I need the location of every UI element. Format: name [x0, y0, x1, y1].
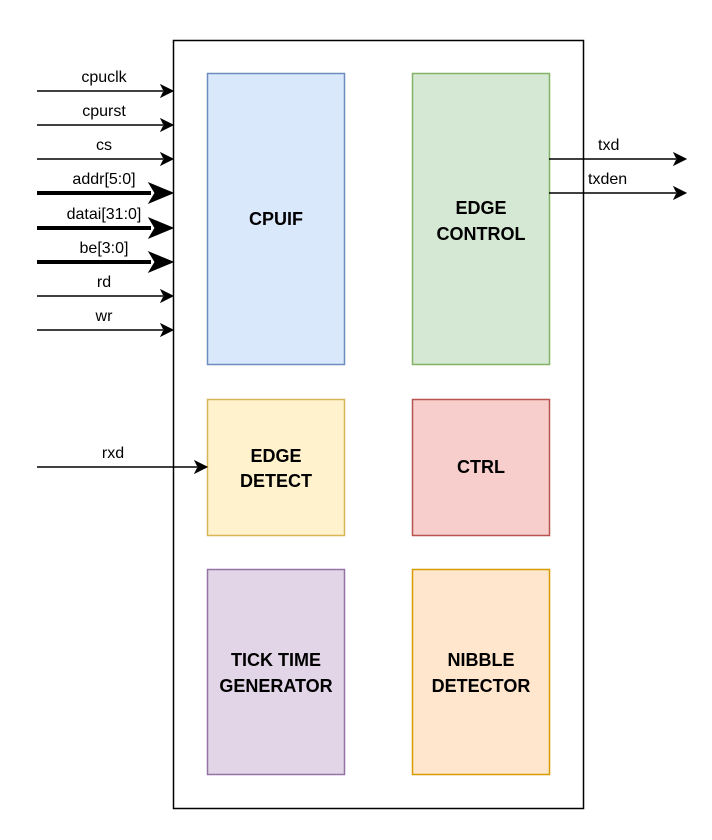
signal-rxd-label: rxd: [102, 445, 124, 462]
signal-cs: cs: [37, 137, 175, 167]
signal-cs-label: cs: [96, 137, 112, 154]
block-label: NIBBLE: [448, 650, 515, 670]
arrowhead-icon: [159, 117, 175, 133]
signal-datai-label: datai[31:0]: [67, 206, 142, 223]
signal-wr-arrow: [37, 322, 175, 338]
input-signals: cpuclk cpurst cs addr[5:0] datai[31:0] be[3:0…: [37, 69, 175, 338]
signal-addr: addr[5:0]: [37, 171, 175, 205]
signal-be-label: be[3:0]: [80, 240, 129, 257]
block-edge-detect: EDGE DETECT: [206, 398, 346, 537]
block-cpuif: CPUIF: [206, 72, 346, 366]
block-label: GENERATOR: [219, 676, 332, 696]
rxd-signal: rxd: [37, 445, 209, 475]
arrowhead-icon: [147, 250, 175, 274]
signal-rxd-arrow: [37, 459, 209, 475]
signal-rd: rd: [37, 274, 175, 304]
signal-rd-arrow: [37, 288, 175, 304]
signal-datai: datai[31:0]: [37, 206, 175, 240]
signal-cpuclk-label: cpuclk: [81, 69, 127, 86]
block-tick-time-generator: TICK TIME GENERATOR: [206, 568, 346, 776]
arrowhead-icon: [159, 322, 175, 338]
output-signals: txd txden: [549, 137, 688, 201]
block-label: CPUIF: [249, 209, 303, 229]
block-label: EDGE: [250, 446, 301, 466]
signal-rd-label: rd: [97, 274, 111, 291]
signal-be-arrow: [37, 250, 175, 274]
signal-txd-label: txd: [598, 137, 619, 154]
block-label: DETECT: [240, 471, 312, 491]
arrowhead-icon: [159, 151, 175, 167]
signal-cpurst: cpurst: [37, 103, 175, 133]
arrowhead-icon: [672, 151, 688, 167]
signal-wr: wr: [37, 308, 175, 338]
block-edge-control: EDGE CONTROL: [411, 72, 551, 366]
signal-addr-label: addr[5:0]: [72, 171, 135, 188]
signal-txd: txd: [549, 137, 688, 167]
arrowhead-icon: [159, 288, 175, 304]
block-label: CTRL: [457, 457, 505, 477]
signal-be: be[3:0]: [37, 240, 175, 274]
block-label: EDGE: [455, 198, 506, 218]
signal-cpuclk: cpuclk: [37, 69, 175, 99]
arrowhead-icon: [672, 185, 688, 201]
signal-txden-arrow: [549, 185, 688, 201]
signal-cs-arrow: [37, 151, 175, 167]
block-ctrl: CTRL: [411, 398, 551, 537]
block-nibble-detector: NIBBLE DETECTOR: [411, 568, 551, 776]
signal-datai-arrow: [37, 216, 175, 240]
signal-addr-arrow: [37, 181, 175, 205]
arrowhead-icon: [147, 216, 175, 240]
arrowhead-icon: [193, 459, 209, 475]
signal-wr-label: wr: [95, 308, 114, 325]
signal-cpuclk-arrow: [37, 83, 175, 99]
signal-txden: txden: [549, 171, 688, 201]
signal-cpurst-arrow: [37, 117, 175, 133]
signal-cpurst-label: cpurst: [82, 103, 126, 120]
arrowhead-icon: [159, 83, 175, 99]
block-label: CONTROL: [437, 224, 526, 244]
block-label: TICK TIME: [231, 650, 321, 670]
signal-txd-arrow: [549, 151, 688, 167]
signal-txden-label: txden: [588, 171, 627, 188]
block-label: DETECTOR: [432, 676, 531, 696]
arrowhead-icon: [147, 181, 175, 205]
